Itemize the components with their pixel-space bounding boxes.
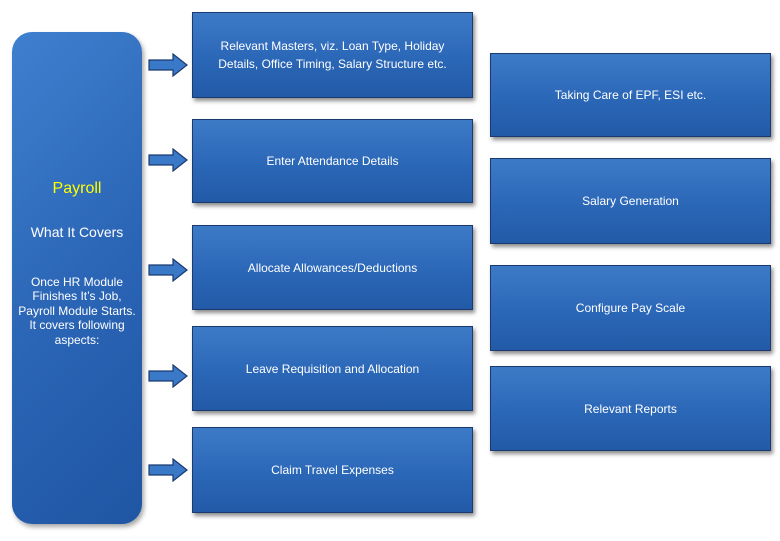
box-label: Configure Pay Scale: [575, 301, 686, 315]
box-label: Leave Requisition and Allocation: [245, 361, 420, 376]
box-label: Relevant Reports: [584, 401, 677, 416]
box-label: Allocate Allowances/Deductions: [247, 260, 418, 275]
box-attendance: Enter Attendance Details: [192, 119, 473, 203]
box-epf-esi: Taking Care of EPF, ESI etc.: [490, 53, 771, 137]
box-relevant-masters: Relevant Masters, viz. Loan Type, Holida…: [192, 12, 473, 98]
arrow-right-icon: [148, 148, 188, 172]
box-travel-expenses: Claim Travel Expenses: [192, 427, 473, 513]
arrow-right-icon: [148, 364, 188, 388]
box-label: Salary Generation: [582, 194, 679, 208]
box-label: Claim Travel Expenses: [271, 463, 394, 477]
arrow-right-icon: [148, 458, 188, 482]
box-label: Taking Care of EPF, ESI etc.: [554, 88, 707, 102]
panel-title: Payroll: [52, 180, 102, 197]
box-pay-scale: Configure Pay Scale: [490, 265, 771, 351]
payroll-panel: Payroll What It Covers Once HR Module Fi…: [12, 32, 142, 524]
box-salary-generation: Salary Generation: [490, 158, 771, 244]
arrow-right-icon: [148, 258, 188, 282]
panel-subtitle: What It Covers: [30, 224, 124, 240]
box-allowances: Allocate Allowances/Deductions: [192, 225, 473, 310]
panel-description: Once HR Module Finishes It’s Job, Payrol…: [18, 275, 136, 347]
arrow-right-icon: [148, 53, 188, 77]
box-relevant-reports: Relevant Reports: [490, 366, 771, 451]
box-label: Relevant Masters, viz. Loan Type, Holida…: [218, 39, 447, 71]
box-label: Enter Attendance Details: [266, 154, 399, 168]
box-leave: Leave Requisition and Allocation: [192, 326, 473, 411]
